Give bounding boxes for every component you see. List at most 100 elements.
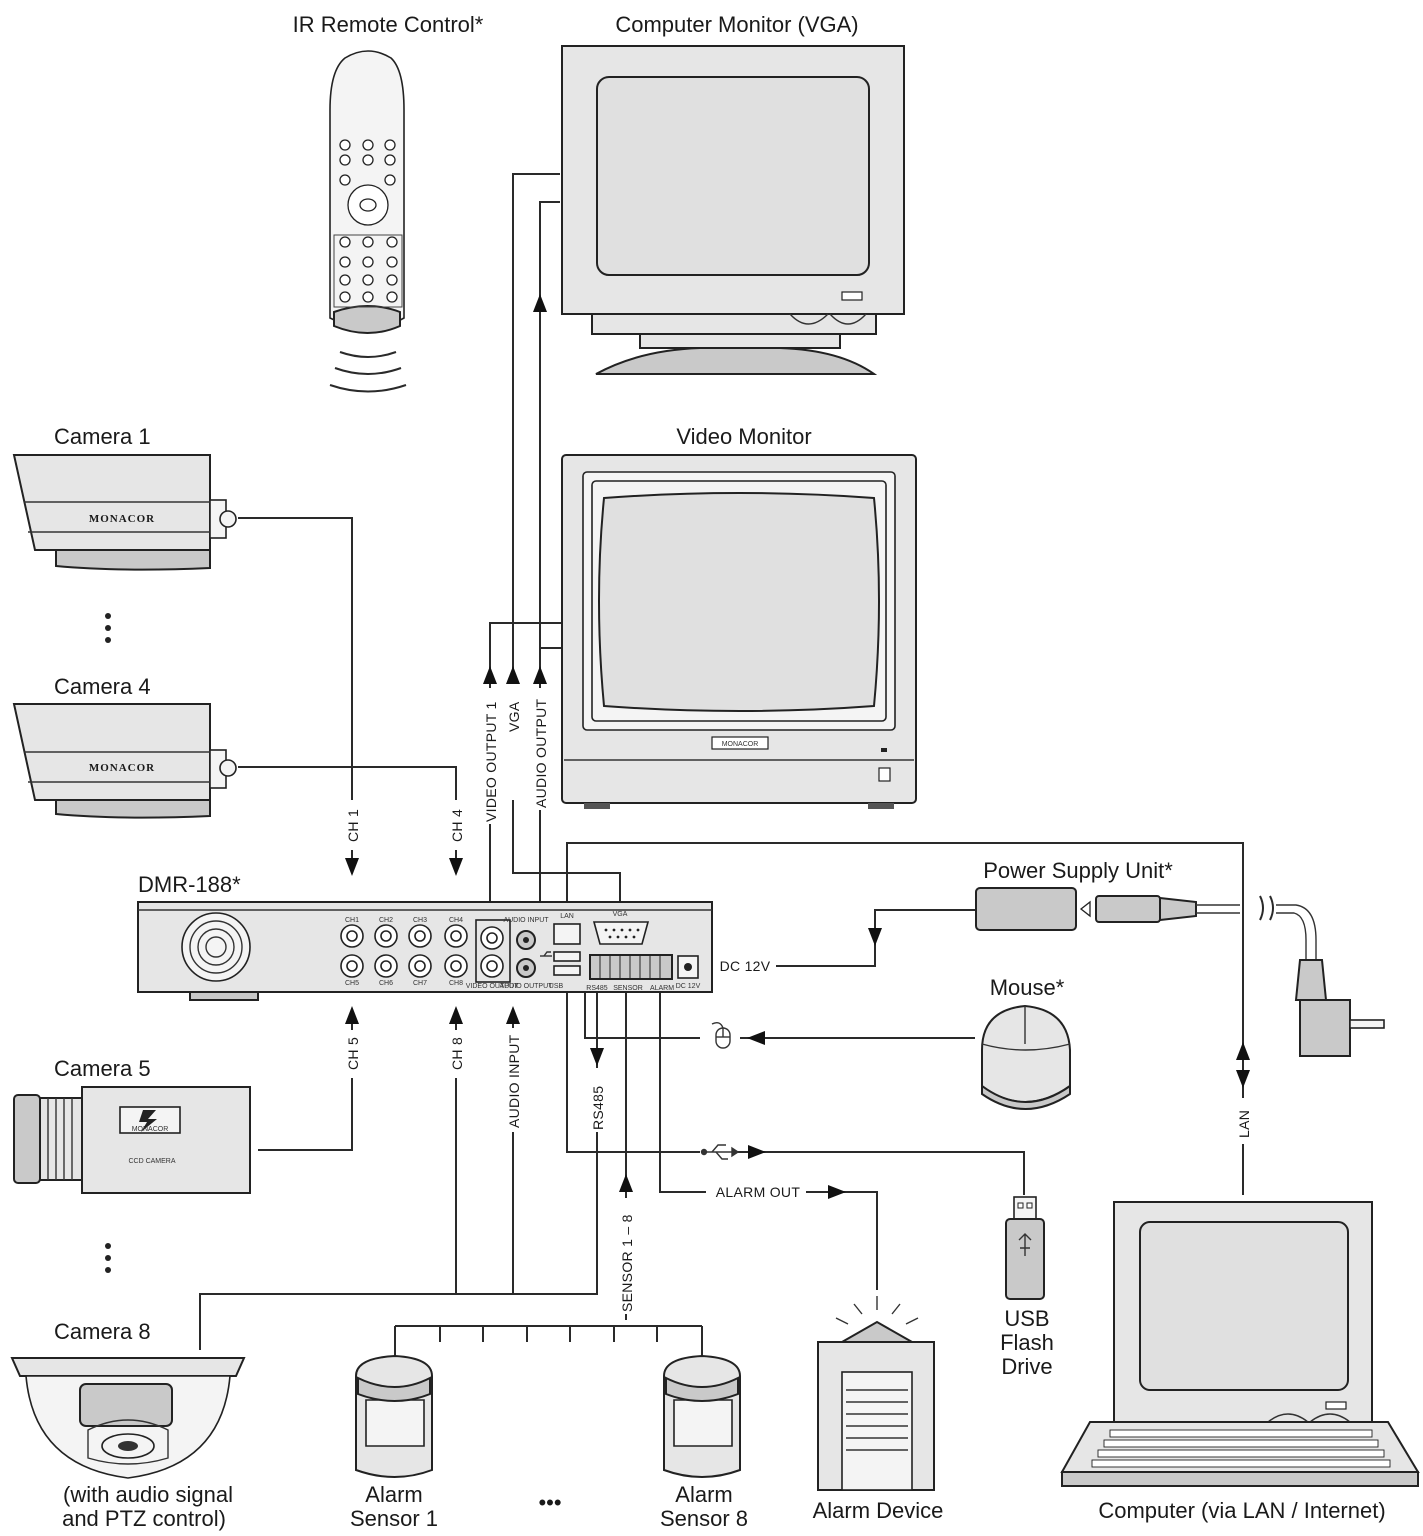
mouse-symbol-icon <box>711 1021 731 1049</box>
camera4-label: Camera 4 <box>54 674 151 699</box>
svg-text:DC 12V: DC 12V <box>676 983 701 990</box>
label-dc12v: DC 12V <box>720 958 771 974</box>
remote-buttons <box>339 139 398 303</box>
arrow-ch8 <box>449 1006 463 1024</box>
camera5-brand: MONACOR <box>132 1126 169 1133</box>
label-audio-output: AUDIO OUTPUT <box>533 698 549 808</box>
arrow-rs485 <box>590 1048 604 1066</box>
usb-flash-drive: USB Flash Drive <box>1000 1196 1054 1379</box>
wire-usb-b <box>735 1151 1025 1195</box>
arrow-audio-in <box>506 1006 520 1024</box>
svg-text:CH2: CH2 <box>379 917 393 924</box>
computer-laptop: Computer (via LAN / Internet) <box>1060 1201 1420 1523</box>
svg-text:RS485: RS485 <box>586 985 608 992</box>
label-ch8: CH 8 <box>449 1037 465 1070</box>
mouse-label: Mouse* <box>990 975 1065 1000</box>
camera4-brand: MONACOR <box>89 762 155 774</box>
alarm-sensor-8: Alarm Sensor 8 <box>660 1354 748 1531</box>
label-vga: VGA <box>506 701 522 732</box>
psu-label: Power Supply Unit* <box>983 858 1173 883</box>
svg-text:CH6: CH6 <box>379 980 393 987</box>
svg-text:VIDEO OUTPUT: VIDEO OUTPUT <box>466 983 519 990</box>
camera-5: Camera 5 MONACOR CCD CAMERA <box>13 1056 251 1194</box>
svg-text:CH8: CH8 <box>449 980 463 987</box>
wire-ch8 <box>199 1060 598 1350</box>
bnc-labels: CH1 CH2 CH3 CH4 CH5 CH6 CH7 CH8 VIDEO OU… <box>345 911 701 992</box>
camera5-ccd: CCD CAMERA <box>128 1158 175 1165</box>
svg-text:CH3: CH3 <box>413 917 427 924</box>
dvr-label: DMR-188* <box>138 872 241 897</box>
usb-label-3: Drive <box>1001 1354 1052 1379</box>
connection-labels: CH 1 CH 4 CH 5 CH 8 VIDEO OUTPUT 1 VGA A… <box>340 688 1255 1314</box>
wire-ch5 <box>258 1012 353 1151</box>
video-monitor: Video Monitor MONACOR <box>561 424 917 809</box>
svg-text:AUDIO OUTPUT: AUDIO OUTPUT <box>500 983 554 990</box>
camera8-note-2: and PTZ control) <box>62 1506 226 1531</box>
keyboard-keys <box>1091 1429 1391 1468</box>
arrow-alarm-out <box>828 1185 846 1199</box>
usb-symbol-icon <box>700 1144 740 1160</box>
computer-monitor: Computer Monitor (VGA) <box>561 12 905 375</box>
label-ch5: CH 5 <box>345 1037 361 1070</box>
sensor-ellipsis: ••• <box>538 1490 561 1515</box>
label-audio-input: AUDIO INPUT <box>506 1034 522 1128</box>
label-rs485: RS485 <box>590 1086 606 1130</box>
alarm-device-label: Alarm Device <box>813 1498 944 1523</box>
arrow-lan-down <box>1236 1070 1250 1088</box>
camera-1: Camera 1 MONACOR <box>12 424 237 571</box>
arrow-mouse <box>747 1031 765 1045</box>
sensor1-label-2: Sensor 1 <box>350 1506 438 1531</box>
camera1-label: Camera 1 <box>54 424 151 449</box>
sensor8-label-2: Sensor 8 <box>660 1506 748 1531</box>
arrow-ch5 <box>345 1006 359 1024</box>
camera5-label: Camera 5 <box>54 1056 151 1081</box>
usb-panel-symbol-icon <box>540 951 552 957</box>
arrow-sensor <box>619 1174 633 1192</box>
ir-waves <box>329 351 407 393</box>
arrow-ch4 <box>449 858 463 876</box>
camera-4: Camera 4 MONACOR <box>12 674 237 819</box>
wire-vga <box>512 173 560 680</box>
power-supply: Power Supply Unit* <box>975 858 1385 1057</box>
arrow-lan-up <box>1236 1042 1250 1060</box>
wire-ch1 <box>238 517 353 870</box>
label-sensor: SENSOR 1 – 8 <box>619 1214 635 1312</box>
camera-dots-upper <box>105 613 111 643</box>
wire-alarm-out <box>659 985 706 1193</box>
alarm-device: Alarm Device <box>813 1296 944 1523</box>
arrow-video-out <box>483 666 497 684</box>
svg-text:CH5: CH5 <box>345 980 359 987</box>
label-lan: LAN <box>1236 1110 1252 1138</box>
camera1-brand: MONACOR <box>89 513 155 525</box>
sensor8-label-1: Alarm <box>675 1482 732 1507</box>
computer-monitor-label: Computer Monitor (VGA) <box>615 12 858 37</box>
arrow-ch1 <box>345 858 359 876</box>
svg-text:CH1: CH1 <box>345 917 359 924</box>
arrow-dc <box>868 928 882 946</box>
mouse: Mouse* <box>711 975 1071 1110</box>
svg-text:ALARM: ALARM <box>650 985 674 992</box>
video-monitor-brand: MONACOR <box>722 741 759 748</box>
arrow-usb <box>748 1145 766 1159</box>
svg-text:AUDIO INPUT: AUDIO INPUT <box>503 917 549 924</box>
svg-text:CH7: CH7 <box>413 980 427 987</box>
alarm-sensor-1: Alarm Sensor 1 <box>350 1354 438 1531</box>
svg-text:VGA: VGA <box>613 911 628 918</box>
sensor-drops <box>394 1326 703 1358</box>
bnc-ports <box>340 919 511 983</box>
ir-remote: IR Remote Control* <box>293 12 484 393</box>
svg-text:USB: USB <box>549 983 564 990</box>
sensor1-label-1: Alarm <box>365 1482 422 1507</box>
label-ch4: CH 4 <box>449 809 465 842</box>
label-alarm-out: ALARM OUT <box>716 1184 801 1200</box>
camera8-note-1: (with audio signal <box>63 1482 233 1507</box>
camera-dots-lower <box>105 1243 111 1273</box>
label-ch1: CH 1 <box>345 809 361 842</box>
label-video-output-1: VIDEO OUTPUT 1 <box>483 701 499 822</box>
computer-label: Computer (via LAN / Internet) <box>1098 1498 1385 1523</box>
usb-label-1: USB <box>1004 1306 1049 1331</box>
wire-usb <box>566 978 700 1153</box>
arrow-vga <box>506 666 520 684</box>
camera-8: Camera 8 (with audio signal and PTZ cont… <box>10 1319 246 1531</box>
